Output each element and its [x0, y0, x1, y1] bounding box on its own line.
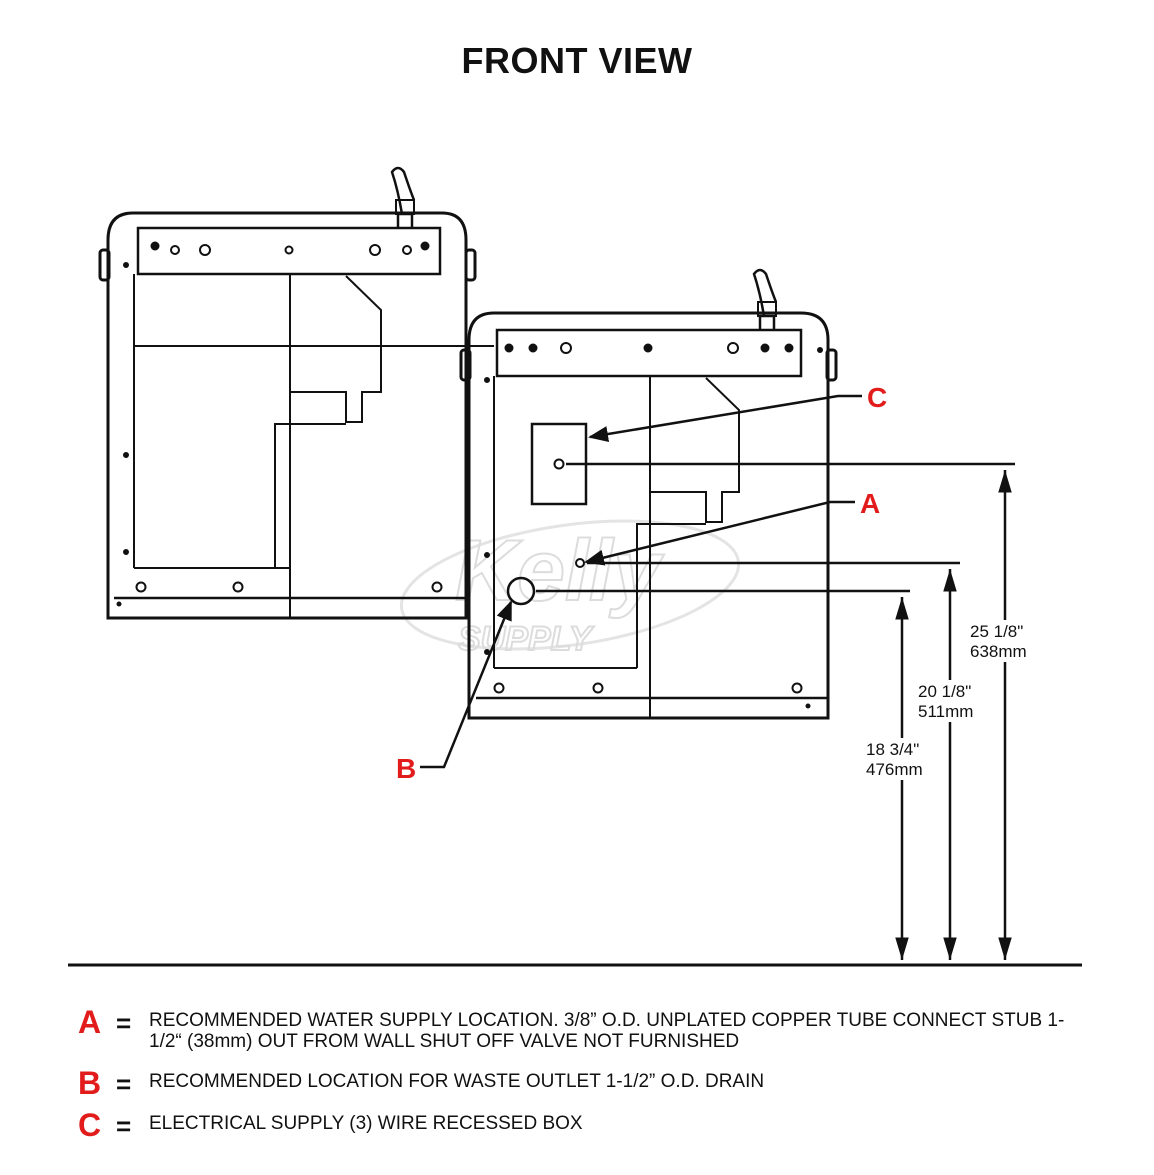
callout-b: B: [396, 753, 416, 784]
dim-waste-imperial: 18 3/4": [866, 740, 919, 759]
bracket-holes-high: [116, 241, 443, 607]
legend-equals: =: [116, 1008, 132, 1038]
legend-letter-b: B: [78, 1065, 102, 1101]
legend-text-a: RECOMMENDED WATER SUPPLY LOCATION. 3/8” …: [149, 1010, 1065, 1052]
watermark-brand: Kelly: [455, 523, 665, 619]
extension-lines: [536, 462, 1015, 593]
legend-letter-a: A: [78, 1004, 102, 1040]
fountain-unit-high: [98, 166, 477, 620]
dim-waste-metric: 476mm: [866, 760, 923, 779]
dim-water-imperial: 20 1/8": [918, 682, 971, 701]
dim-electrical-imperial: 25 1/8": [970, 622, 1023, 641]
legend-equals: =: [116, 1069, 132, 1099]
page-title: FRONT VIEW: [461, 40, 693, 81]
watermark-sub: SUPPLY: [458, 620, 595, 658]
bracket-holes-low: [484, 342, 823, 709]
callout-a: A: [860, 488, 880, 519]
watermark: Kelly SUPPLY: [399, 519, 741, 659]
legend-equals: =: [116, 1111, 132, 1141]
legend-text-b: RECOMMENDED LOCATION FOR WASTE OUTLET 1-…: [149, 1071, 765, 1092]
electrical-box-hole: [553, 458, 565, 470]
callout-c: C: [867, 382, 887, 413]
waste-outlet: [506, 576, 536, 606]
legend-letter-c: C: [78, 1107, 102, 1143]
legend-text-c: ELECTRICAL SUPPLY (3) WIRE RECESSED BOX: [149, 1113, 583, 1134]
callout-leaders: [420, 394, 862, 769]
dim-electrical-metric: 638mm: [970, 642, 1027, 661]
water-supply-point: [575, 558, 585, 568]
dim-water-metric: 511mm: [918, 702, 973, 721]
